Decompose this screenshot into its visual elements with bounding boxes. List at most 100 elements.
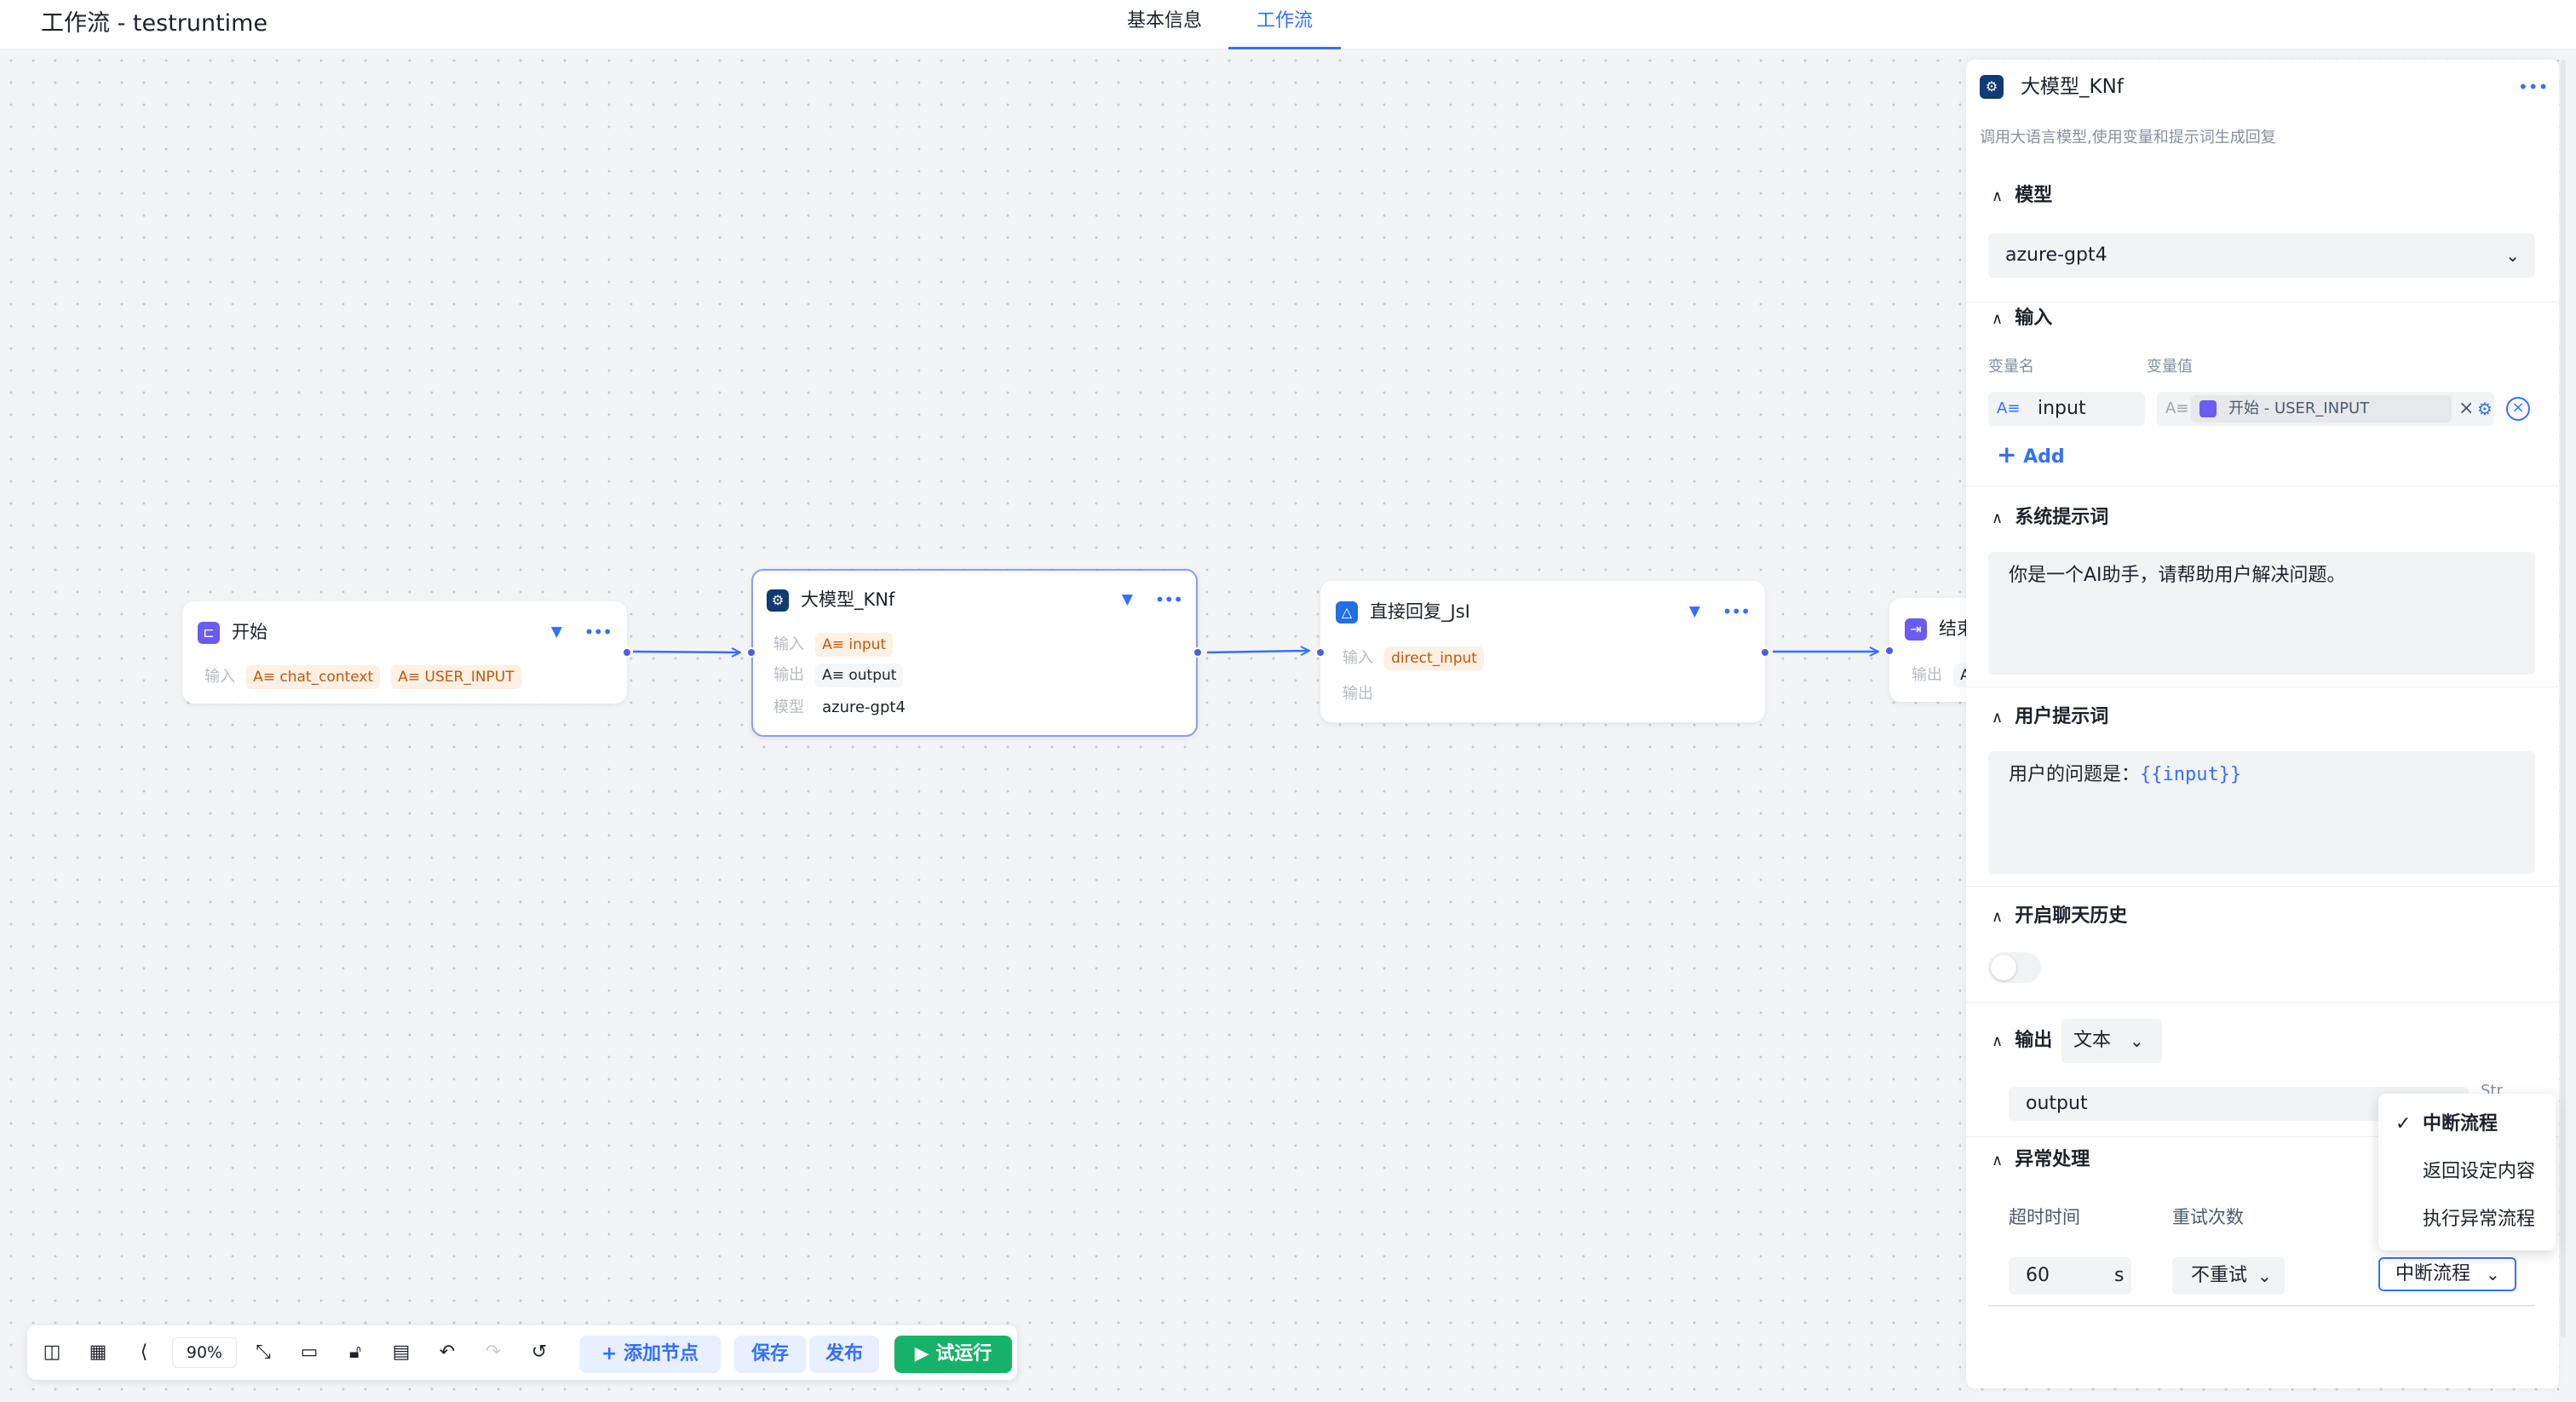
plus-icon: + (1997, 440, 2017, 468)
publish-button[interactable]: 发布 (809, 1336, 879, 1373)
timeout-input[interactable]: 60 s (2009, 1257, 2131, 1295)
input-port[interactable] (1315, 647, 1325, 658)
output-port[interactable] (1760, 647, 1770, 658)
input-port[interactable] (746, 647, 756, 658)
chevron-up-icon: ∧ (1992, 310, 2004, 328)
output-format-select[interactable]: 文本 ⌄ (2061, 1019, 2162, 1063)
variable-chip: A≡ chat_context (246, 665, 381, 689)
node-input-row: 输入 A≡ chat_context A≡ USER_INPUT (204, 664, 521, 690)
comment-icon[interactable]: ▤ (392, 1342, 411, 1363)
check-icon: ✓ (2395, 1113, 2412, 1135)
section-user-prompt-title[interactable]: ∧用户提示词 (1992, 702, 2108, 733)
section-system-prompt-title[interactable]: ∧系统提示词 (1992, 503, 2108, 534)
exception-strategy-select[interactable]: 中断流程 ⌄ (2378, 1257, 2516, 1291)
user-prompt-editor[interactable]: 用户的问题是：{{input}} (1988, 751, 2535, 874)
output-port[interactable] (1193, 647, 1203, 658)
exception-strategy-dropdown: ✓ 中断流程 返回设定内容 执行异常流程 (2378, 1094, 2556, 1250)
tab-basic-info[interactable]: 基本信息 (1126, 10, 1202, 32)
screen-select-icon[interactable]: ▭ (300, 1342, 319, 1363)
system-prompt-editor[interactable]: 你是一个AI助手，请帮助用户解决问题。 (1988, 552, 2535, 675)
more-icon[interactable]: ••• (2518, 77, 2549, 97)
variable-chip: A≡ input (815, 633, 894, 657)
chevron-up-icon: ∧ (1992, 187, 2004, 205)
node-llm[interactable]: ⚙ 大模型_KNf ▼ ••• 输入 A≡ input 输出 A≡ output… (746, 569, 1203, 737)
retry-select[interactable]: 不重试 ⌄ (2172, 1257, 2285, 1295)
history-icon[interactable]: ↺ (531, 1342, 548, 1363)
more-icon[interactable]: ••• (584, 622, 612, 642)
node-start[interactable]: ⊏ 开始 ▼ ••• 输入 A≡ chat_context A≡ USER_IN… (182, 601, 632, 704)
reply-node-icon: △ (1336, 601, 1358, 623)
chevron-down-icon[interactable]: ▼ (1121, 591, 1133, 608)
chevron-up-icon: ∧ (1992, 1032, 2004, 1050)
toggle-knob (1991, 955, 2016, 980)
play-icon: ▶ (914, 1343, 936, 1365)
end-node-icon: ⇥ (1905, 618, 1927, 641)
node-direct-reply[interactable]: △ 直接回复_JsI ▼ ••• 输入 direct_input 输出 (1315, 581, 1770, 722)
close-icon[interactable]: × (2458, 398, 2475, 419)
more-icon[interactable]: ••• (1722, 601, 1751, 622)
section-model-title[interactable]: ∧模型 (1992, 181, 2052, 212)
remove-variable-icon[interactable]: × (2506, 397, 2530, 421)
chevron-up-icon: ∧ (1992, 709, 2004, 727)
reference-chip: 开始 - USER_INPUT (2191, 395, 2452, 422)
minimap-icon[interactable]: ▦ (89, 1342, 107, 1363)
output-port[interactable] (622, 647, 632, 658)
variable-value-selector[interactable]: A≡ 开始 - USER_INPUT × ⚙ (2157, 392, 2494, 426)
node-title: 直接回复_JsI (1370, 601, 1470, 622)
connector-icon[interactable]: ⟨ (140, 1342, 148, 1363)
node-input-row: 输入 direct_input (1343, 646, 1484, 671)
undo-icon[interactable]: ↶ (439, 1342, 456, 1363)
panel-scrollbar[interactable] (2561, 60, 2566, 1337)
panel-title[interactable]: 大模型_KNf (2021, 76, 2124, 98)
section-exception-title[interactable]: ∧异常处理 (1992, 1145, 2090, 1176)
section-input-title[interactable]: ∧输入 (1992, 303, 2052, 335)
plus-icon: + (601, 1343, 624, 1365)
more-icon[interactable]: ••• (1154, 589, 1183, 610)
node-output-row: 输出 A≡ output (773, 663, 904, 688)
add-node-button[interactable]: + 添加节点 (579, 1336, 721, 1373)
variable-chip: A≡ output (815, 664, 904, 687)
chevron-down-icon[interactable]: ▼ (1688, 603, 1700, 620)
chevron-up-icon: ∧ (1992, 1152, 2004, 1169)
chevron-up-icon: ∧ (1992, 509, 2004, 527)
chevron-down-icon: ⌄ (2486, 1264, 2500, 1284)
page-title: 工作流 - testruntime (41, 10, 268, 37)
node-output-row: 输出 (1343, 685, 1373, 703)
chevron-down-icon[interactable]: ▼ (550, 623, 562, 641)
llm-node-icon: ⚙ (1980, 75, 2004, 99)
input-label: 输入 (204, 668, 235, 686)
start-node-icon: ⊏ (198, 622, 220, 644)
fit-view-icon[interactable]: ⤡ (256, 1342, 271, 1363)
chevron-up-icon: ∧ (1992, 908, 2004, 926)
start-node-icon (2199, 400, 2217, 417)
section-chat-history-title[interactable]: ∧开启聊天历史 (1992, 901, 2127, 933)
llm-node-icon: ⚙ (767, 589, 789, 612)
variable-name-input[interactable]: A≡ input (1988, 392, 2145, 426)
column-header-name: 变量名 (1988, 358, 2034, 376)
dropdown-option-abort[interactable]: ✓ 中断流程 (2378, 1100, 2556, 1148)
chat-history-toggle[interactable] (1988, 952, 2041, 983)
save-button[interactable]: 保存 (734, 1336, 806, 1373)
timeout-label: 超时时间 (2009, 1207, 2080, 1227)
section-output-title[interactable]: ∧输出 (1992, 1026, 2052, 1057)
tab-workflow[interactable]: 工作流 (1228, 0, 1341, 49)
input-port[interactable] (1884, 646, 1895, 656)
canvas-toolbar: ◫ ▦ ⟨ 90% ⤡ ▭ 🔓︎ ▤ ↶ ↷ ↺ + 添加节点 保存 发布 ▶ … (27, 1325, 1017, 1380)
zoom-level-input[interactable]: 90% (172, 1337, 237, 1368)
dropdown-option-exception-flow[interactable]: 执行异常流程 (2423, 1209, 2536, 1230)
add-variable-button[interactable]: + Add (1997, 440, 2065, 468)
redo-icon[interactable]: ↷ (485, 1342, 502, 1363)
mouse-icon[interactable]: ◫ (43, 1342, 61, 1363)
model-select[interactable]: azure-gpt4 ⌄ (1988, 233, 2535, 278)
chevron-down-icon: ⌄ (2130, 1031, 2144, 1051)
panel-description: 调用大语言模型,使用变量和提示词生成回复 (1980, 129, 2276, 147)
node-model-row: 模型 azure-gpt4 (773, 698, 906, 716)
gear-icon[interactable]: ⚙ (2477, 399, 2493, 419)
dropdown-option-return-content[interactable]: 返回设定内容 (2423, 1161, 2536, 1182)
column-header-value: 变量值 (2147, 358, 2193, 376)
test-run-button[interactable]: ▶ 试运行 (894, 1336, 1012, 1373)
text-type-icon: A≡ (1997, 399, 2021, 417)
node-title: 大模型_KNf (801, 589, 895, 610)
lock-icon[interactable]: 🔓︎ (348, 1342, 362, 1363)
chevron-down-icon: ⌄ (2505, 245, 2520, 266)
